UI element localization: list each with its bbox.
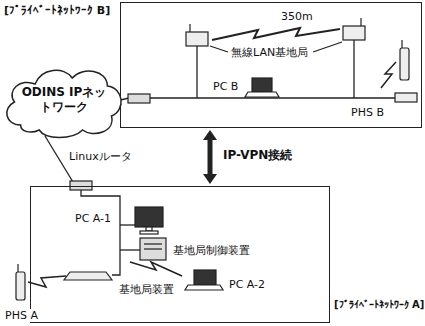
connection-label: IP-VPN接続 bbox=[222, 149, 293, 162]
part-label: PC A-2 bbox=[228, 278, 266, 291]
network-cloud: ODINS IPネットワーク bbox=[0, 60, 128, 140]
part-label: PHS A bbox=[4, 309, 39, 322]
part-label: PHS B bbox=[350, 106, 385, 119]
vpn-arrow bbox=[203, 130, 217, 184]
part-label: PC B bbox=[212, 80, 239, 93]
part-label: Linuxルータ bbox=[68, 150, 133, 163]
region-heading: [ﾌﾟﾗｲﾍﾞｰﾄﾈｯﾄﾜｰｸ A] bbox=[334, 299, 424, 310]
distance-label: 350m bbox=[280, 10, 314, 23]
part-label: 基地局装置 bbox=[118, 283, 175, 296]
part-label: 無線LAN基地局 bbox=[230, 46, 309, 59]
part-label: 基地局制御装置 bbox=[172, 244, 251, 257]
cloud-label: ODINS IPネットワーク bbox=[18, 85, 110, 115]
region-heading: [ﾌﾟﾗｲﾍﾞｰﾄﾈｯﾄﾜｰｸ B] bbox=[4, 4, 110, 17]
part-label: PC A-1 bbox=[74, 212, 112, 225]
